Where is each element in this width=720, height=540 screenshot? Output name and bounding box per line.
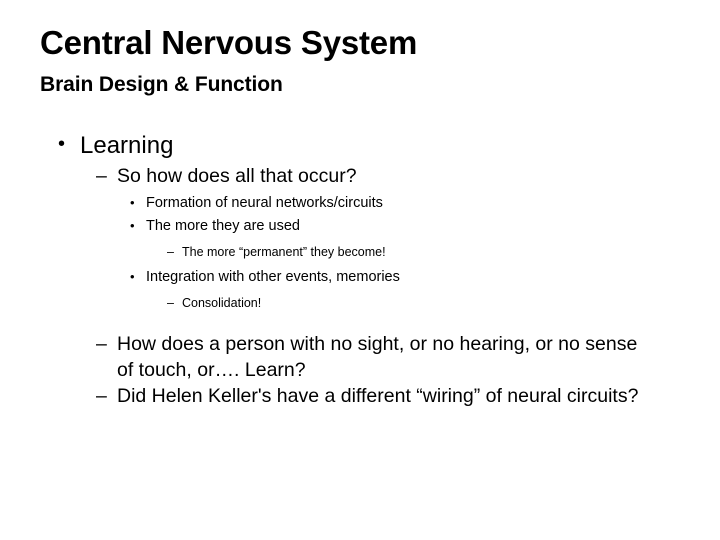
page-subtitle: Brain Design & Function (40, 72, 283, 96)
outline-item-level2: – How does a person with no sight, or no… (0, 332, 720, 383)
outline-body: • Learning – So how does all that occur?… (0, 131, 720, 410)
outline-item-label: How does a person with no sight, or no h… (117, 333, 638, 381)
outline-item-label: The more they are used (146, 218, 300, 235)
outline-item-label: Formation of neural networks/circuits (146, 194, 383, 211)
dash-icon: – (96, 333, 107, 356)
bullet-icon: • (130, 269, 135, 285)
outline-item-label: The more “permanent” they become! (182, 244, 386, 259)
outline-item-level2: – So how does all that occur? (0, 164, 720, 189)
outline-item-level4: – Consolidation! (0, 293, 720, 315)
bullet-icon: • (58, 133, 66, 155)
outline-item-level3: • Formation of neural networks/circuits (0, 192, 720, 215)
outline-item-label: So how does all that occur? (117, 165, 357, 188)
dash-icon: – (96, 384, 107, 407)
page-title: Central Nervous System (40, 24, 418, 61)
dash-icon: – (167, 295, 174, 310)
outline-item-label: Learning (80, 132, 174, 159)
outline-item-label: Consolidation! (182, 295, 262, 310)
bullet-icon: • (130, 218, 135, 234)
outline-item-label: Did Helen Keller's have a different “wir… (117, 384, 639, 407)
dash-icon: – (96, 165, 107, 188)
outline-item-level2: – Did Helen Keller's have a different “w… (0, 384, 720, 409)
title-block: Central Nervous System Brain Design & Fu… (40, 24, 680, 96)
dash-icon: – (167, 244, 174, 259)
outline-item-label: Integration with other events, memories (146, 269, 400, 286)
outline-item-level1: • Learning (0, 131, 720, 160)
outline-item-level4: – The more “permanent” they become! (0, 242, 720, 264)
outline-item-level3: • Integration with other events, memorie… (0, 266, 720, 289)
bullet-icon: • (130, 194, 135, 210)
outline-item-level3: • The more they are used (0, 215, 720, 238)
